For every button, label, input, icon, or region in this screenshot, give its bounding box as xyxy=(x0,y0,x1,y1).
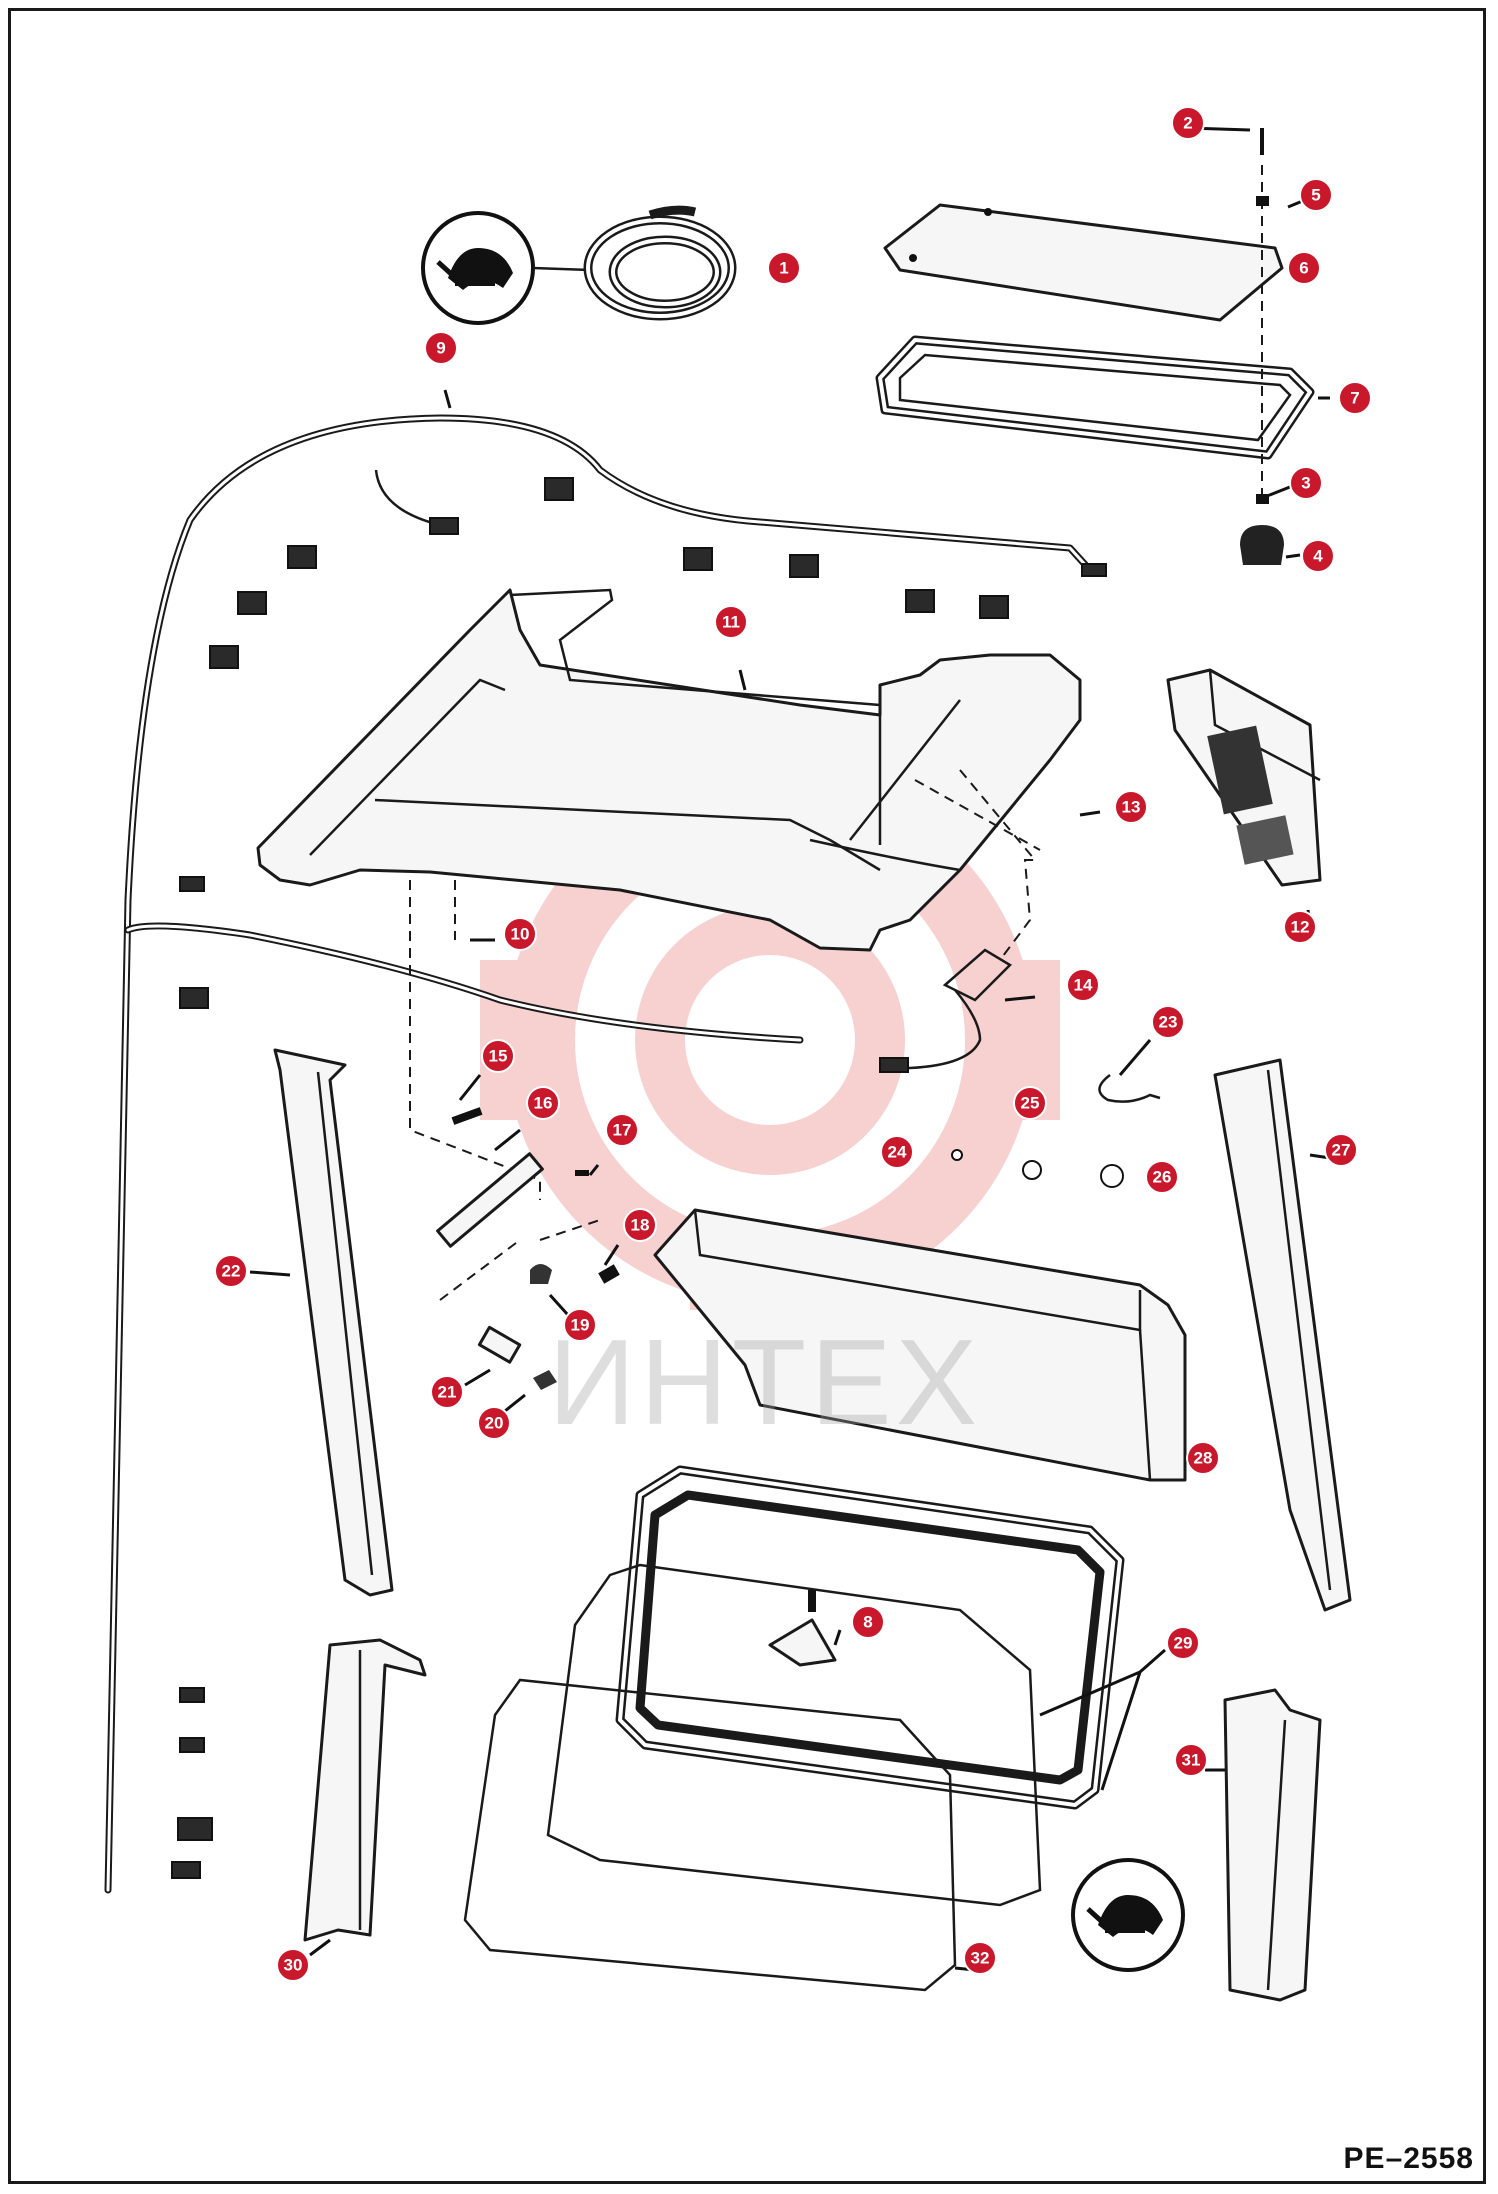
svg-text:3: 3 xyxy=(1301,474,1310,493)
callout-3: 3 xyxy=(1289,466,1323,500)
svg-text:11: 11 xyxy=(722,613,740,632)
document-number: PE–2558 xyxy=(1343,2142,1474,2175)
svg-text:7: 7 xyxy=(1350,389,1359,408)
svg-text:18: 18 xyxy=(631,1216,650,1235)
svg-text:4: 4 xyxy=(1313,547,1323,566)
svg-text:19: 19 xyxy=(571,1316,590,1335)
callout-30: 30 xyxy=(276,1948,310,1982)
callout-27: 27 xyxy=(1324,1133,1358,1167)
headliner-panel xyxy=(256,588,1082,952)
svg-text:17: 17 xyxy=(613,1121,632,1140)
svg-text:24: 24 xyxy=(888,1143,907,1162)
callout-12: 12 xyxy=(1283,910,1317,944)
callout-1: 1 xyxy=(767,251,801,285)
latch-hardware xyxy=(436,1107,620,1390)
svg-text:5: 5 xyxy=(1311,186,1320,205)
svg-text:26: 26 xyxy=(1153,1168,1172,1187)
svg-text:1: 1 xyxy=(779,259,788,278)
callout-19: 19 xyxy=(563,1308,597,1342)
assembly-lines xyxy=(409,769,1041,1301)
roof-window-panel xyxy=(883,203,1284,322)
callout-31: 31 xyxy=(1174,1743,1208,1777)
callout-13: 13 xyxy=(1114,790,1148,824)
svg-text:15: 15 xyxy=(489,1047,508,1066)
right-pillar-trim xyxy=(1213,1058,1352,1612)
svg-text:16: 16 xyxy=(534,1094,553,1113)
svg-text:30: 30 xyxy=(284,1956,303,1975)
rear-trim-panel xyxy=(653,1208,1187,1482)
lower-pillar-trims xyxy=(303,1638,1322,2002)
wiring-harness xyxy=(104,414,1107,1894)
svg-text:10: 10 xyxy=(511,925,530,944)
callout-25: 25 xyxy=(1013,1086,1047,1120)
svg-text:23: 23 xyxy=(1159,1013,1178,1032)
callout-5: 5 xyxy=(1299,178,1333,212)
callout-26: 26 xyxy=(1145,1160,1179,1194)
leader-lines xyxy=(249,126,1331,1972)
callout-18: 18 xyxy=(623,1208,657,1242)
callout-7: 7 xyxy=(1338,381,1372,415)
callout-24: 24 xyxy=(880,1135,914,1169)
knob-fastener-stack xyxy=(1240,128,1284,565)
svg-text:27: 27 xyxy=(1332,1141,1351,1160)
svg-text:31: 31 xyxy=(1182,1751,1201,1770)
left-pillar-trim xyxy=(273,1048,394,1597)
callout-6: 6 xyxy=(1287,251,1321,285)
svg-text:12: 12 xyxy=(1291,918,1310,937)
svg-text:9: 9 xyxy=(436,339,445,358)
svg-text:13: 13 xyxy=(1122,798,1141,817)
sealant-icon xyxy=(1071,1858,1185,1972)
callout-4: 4 xyxy=(1301,539,1335,573)
svg-text:25: 25 xyxy=(1021,1094,1040,1113)
svg-text:8: 8 xyxy=(863,1613,872,1632)
seal-strip-coil xyxy=(532,205,737,321)
svg-text:14: 14 xyxy=(1074,976,1093,995)
callout-8: 8 xyxy=(851,1605,885,1639)
callout-9: 9 xyxy=(424,331,458,365)
callout-29: 29 xyxy=(1166,1626,1200,1660)
svg-text:32: 32 xyxy=(971,1949,990,1968)
svg-text:28: 28 xyxy=(1194,1449,1213,1468)
callout-23: 23 xyxy=(1151,1005,1185,1039)
callout-16: 16 xyxy=(526,1086,560,1120)
callout-15: 15 xyxy=(481,1039,515,1073)
callout-28: 28 xyxy=(1186,1441,1220,1475)
callout-20: 20 xyxy=(477,1406,511,1440)
svg-text:21: 21 xyxy=(438,1383,457,1402)
watermark-text: ИНТЕХ xyxy=(548,1314,982,1450)
small-parts xyxy=(879,948,1161,1188)
svg-text:29: 29 xyxy=(1174,1634,1193,1653)
callout-22: 22 xyxy=(214,1254,248,1288)
callout-14: 14 xyxy=(1066,968,1100,1002)
svg-text:6: 6 xyxy=(1299,259,1308,278)
rear-window-assembly xyxy=(463,1465,1125,1992)
callout-32: 32 xyxy=(963,1941,997,1975)
svg-text:20: 20 xyxy=(485,1414,504,1433)
callout-17: 17 xyxy=(605,1113,639,1147)
callout-21: 21 xyxy=(430,1375,464,1409)
callout-10: 10 xyxy=(503,917,537,951)
page-border xyxy=(8,8,1486,2184)
svg-text:2: 2 xyxy=(1183,114,1192,133)
overhead-control-panel xyxy=(1166,668,1322,887)
callout-2: 2 xyxy=(1171,106,1205,140)
sealant-icon xyxy=(421,211,535,325)
svg-text:22: 22 xyxy=(222,1262,241,1281)
callout-11: 11 xyxy=(714,605,748,639)
roof-window-seal xyxy=(875,335,1315,460)
